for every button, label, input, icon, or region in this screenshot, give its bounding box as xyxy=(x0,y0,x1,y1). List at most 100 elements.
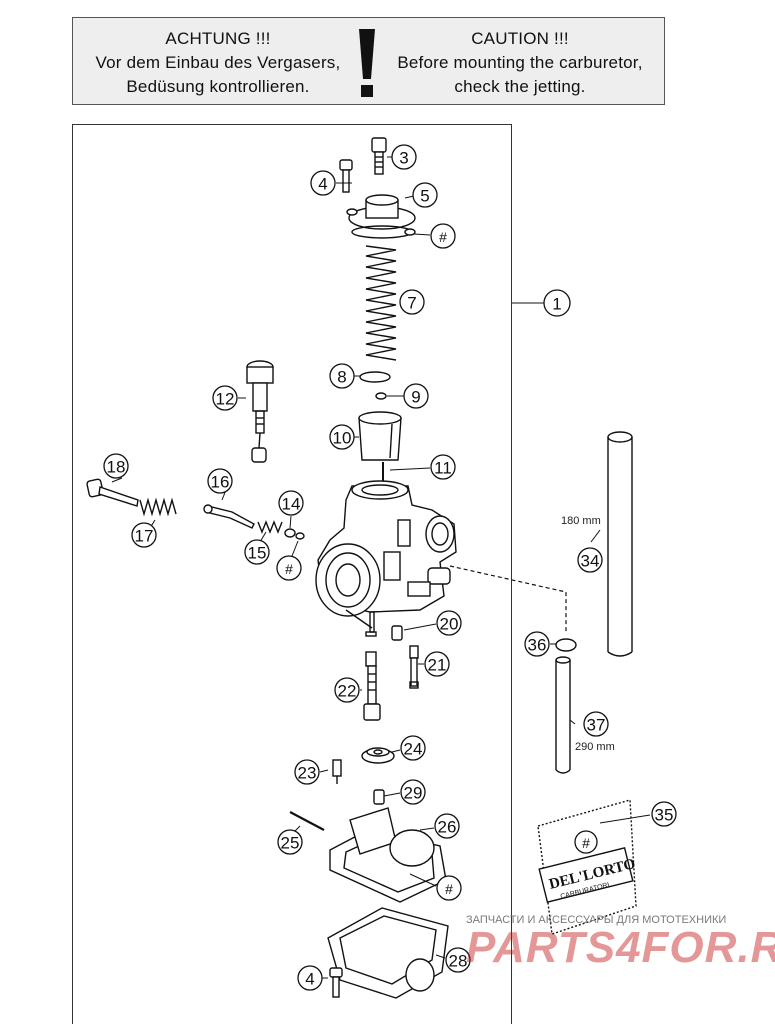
callout-21: 21 xyxy=(424,651,450,677)
svg-text:10: 10 xyxy=(333,429,352,448)
callout-11: 11 xyxy=(430,454,456,480)
part-carburetor-body xyxy=(315,480,457,637)
part-hose-34 xyxy=(607,431,633,657)
svg-text:#: # xyxy=(285,561,293,577)
part-screw-16 xyxy=(203,504,255,529)
warning-de-line: Bedüsung kontrollieren. xyxy=(126,77,310,96)
callout-16: 16 xyxy=(207,468,233,494)
svg-text:37: 37 xyxy=(587,716,606,735)
part-jet-bag-35 xyxy=(537,799,637,935)
hose-length-label: 290 mm xyxy=(575,741,615,753)
callout-7: 7 xyxy=(399,289,425,315)
svg-text:12: 12 xyxy=(216,390,235,409)
watermark-logo: PARTS4FOR.RU xyxy=(466,923,775,972)
part-seat-24 xyxy=(361,747,395,764)
callout-36: 36 xyxy=(524,631,550,657)
svg-text:4: 4 xyxy=(305,970,314,989)
leader-lines xyxy=(111,156,651,979)
svg-text:1: 1 xyxy=(552,295,561,314)
callout-22: 22 xyxy=(334,677,360,703)
callout-12: 12 xyxy=(212,385,238,411)
svg-text:15: 15 xyxy=(248,544,267,563)
svg-text:9: 9 xyxy=(411,388,420,407)
svg-text:26: 26 xyxy=(438,818,457,837)
callout-20: 20 xyxy=(436,610,462,636)
warning-en-line: check the jetting. xyxy=(454,77,586,96)
callout-hash: # xyxy=(430,223,456,249)
callout-9: 9 xyxy=(403,383,429,409)
callout-28: 28 xyxy=(445,947,471,973)
svg-text:23: 23 xyxy=(298,764,317,783)
callout-8: 8 xyxy=(329,363,355,389)
part-slide-10 xyxy=(358,411,402,461)
callout-5: 5 xyxy=(412,182,438,208)
part-float-26 xyxy=(329,807,447,903)
callout-35: 35 xyxy=(651,801,677,827)
part-oring xyxy=(295,532,305,540)
callout-17: 17 xyxy=(131,522,157,548)
svg-text:34: 34 xyxy=(581,552,600,571)
warning-en-line: Before mounting the carburetor, xyxy=(397,53,643,72)
svg-text:29: 29 xyxy=(404,784,423,803)
callout-hash: # xyxy=(436,875,462,901)
part-spring-7 xyxy=(365,245,397,361)
svg-text:35: 35 xyxy=(655,806,674,825)
part-atomizer-22 xyxy=(363,651,381,721)
callout-1: 1 xyxy=(543,289,571,317)
svg-text:3: 3 xyxy=(399,149,408,168)
svg-text:#: # xyxy=(582,835,590,851)
svg-text:7: 7 xyxy=(407,294,416,313)
callout-25: 25 xyxy=(277,829,303,855)
callout-34: 34 xyxy=(577,547,603,573)
svg-text:16: 16 xyxy=(211,473,230,492)
callout-18: 18 xyxy=(103,453,129,479)
part-pin-25 xyxy=(289,811,325,831)
svg-text:20: 20 xyxy=(440,615,459,634)
warning-en-title: CAUTION !!! xyxy=(471,29,569,48)
svg-text:21: 21 xyxy=(428,656,447,675)
callout-26: 26 xyxy=(434,813,460,839)
svg-text:11: 11 xyxy=(434,459,452,478)
callout-29: 29 xyxy=(400,779,426,805)
warning-de-line: Vor dem Einbau des Vergasers, xyxy=(95,53,341,72)
svg-text:14: 14 xyxy=(282,495,301,514)
part-cap-5 xyxy=(346,194,416,239)
svg-text:#: # xyxy=(439,229,447,245)
part-needle-valve-23 xyxy=(332,759,342,784)
callout-4: 4 xyxy=(310,170,336,196)
part-jet-21 xyxy=(409,645,419,689)
part-washer-14 xyxy=(284,528,296,538)
svg-text:4: 4 xyxy=(318,175,327,194)
callout-37: 37 xyxy=(583,711,609,737)
warning-de-title: ACHTUNG !!! xyxy=(165,29,271,48)
callout-4-bottom: 4 xyxy=(297,965,323,991)
part-screw-18 xyxy=(86,478,139,507)
part-clamp-36 xyxy=(555,638,577,652)
part-nipple-29 xyxy=(373,789,385,805)
svg-text:24: 24 xyxy=(404,740,423,759)
part-screw-4-bottom xyxy=(329,967,343,998)
caution-banner: ACHTUNG !!! Vor dem Einbau des Vergasers… xyxy=(72,17,665,105)
exclamation-icon xyxy=(359,29,375,97)
callout-15: 15 xyxy=(244,539,270,565)
callout-24: 24 xyxy=(400,735,426,761)
warning-german: ACHTUNG !!! Vor dem Einbau des Vergasers… xyxy=(79,27,357,99)
callout-hash: # xyxy=(276,555,302,581)
part-screw-4 xyxy=(339,159,353,193)
svg-text:18: 18 xyxy=(107,458,126,477)
callout-10: 10 xyxy=(329,424,355,450)
svg-text:28: 28 xyxy=(449,952,468,971)
svg-text:36: 36 xyxy=(528,636,547,655)
part-spring-15 xyxy=(257,520,283,534)
part-choke-12 xyxy=(246,360,274,463)
part-spring-17 xyxy=(139,497,177,517)
part-float-bowl-28 xyxy=(327,907,449,999)
part-retainer-8 xyxy=(359,371,391,383)
callout-14: 14 xyxy=(278,490,304,516)
assembly-frame xyxy=(72,124,512,1024)
part-clip-9 xyxy=(375,392,387,400)
part-hose-37 xyxy=(555,656,571,774)
svg-text:5: 5 xyxy=(420,187,429,206)
svg-text:25: 25 xyxy=(281,834,300,853)
